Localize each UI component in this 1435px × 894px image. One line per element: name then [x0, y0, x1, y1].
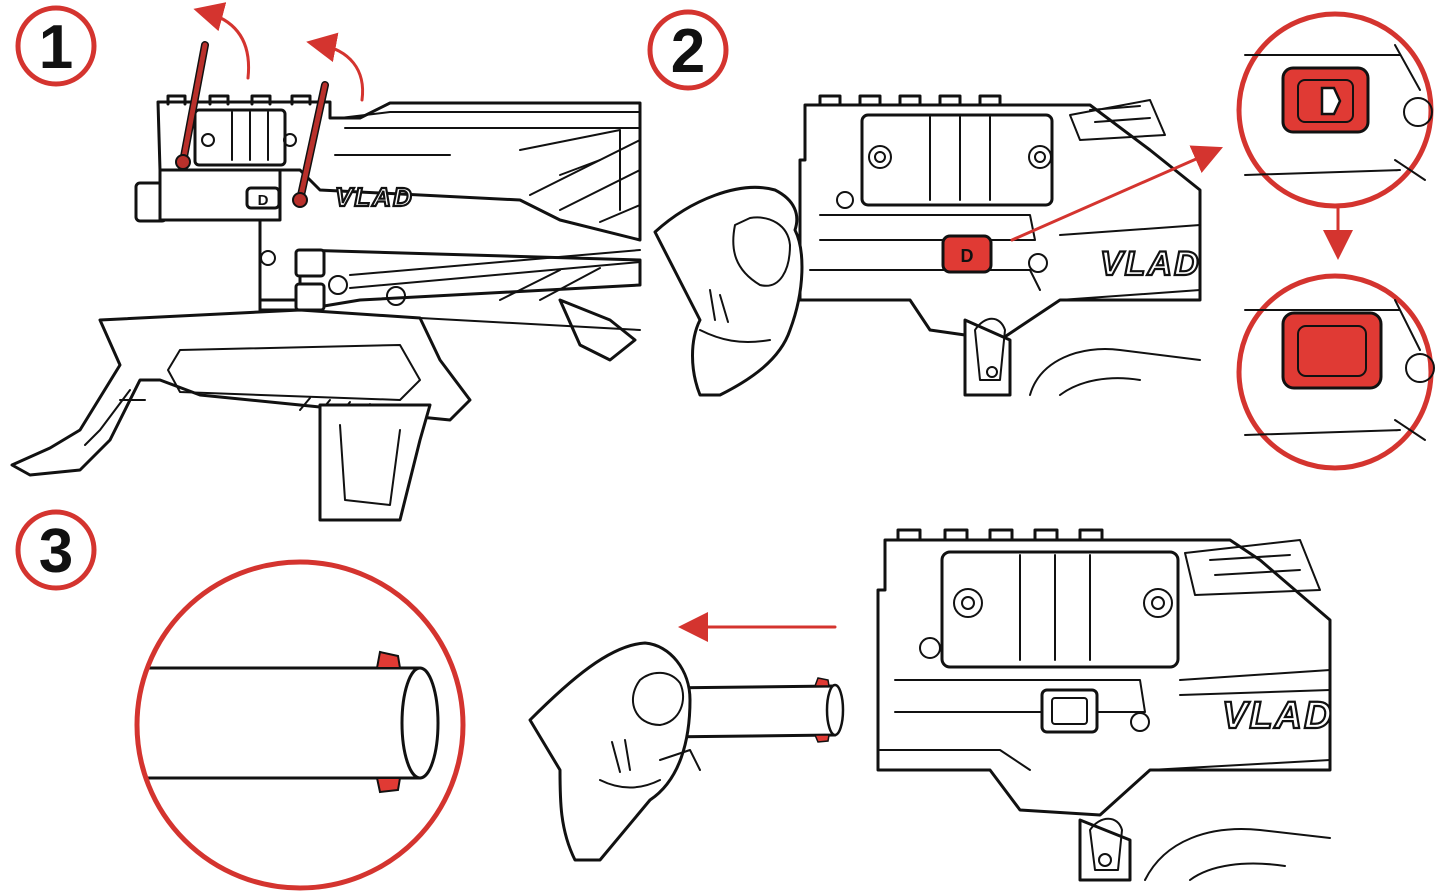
step-2-brand: VLAD [1100, 245, 1201, 283]
step-2-badge: 2 [647, 9, 729, 91]
step-1-badge: 1 [15, 5, 97, 87]
arrow-icon [1010, 145, 1223, 242]
step-3-badge: 3 [15, 509, 97, 591]
step-1-button-letter: D [258, 192, 269, 209]
arrow-icon [306, 32, 365, 102]
step-1-number: 1 [39, 13, 73, 82]
step-2: 2 D VLAD [647, 9, 1435, 471]
hex-screw-icon [292, 192, 308, 208]
hex-key-tools [175, 41, 329, 208]
step-3-number: 3 [39, 517, 73, 586]
hand-with-bolt [528, 641, 845, 862]
zoom-bolt [134, 559, 466, 891]
step-3-brand: VLAD [1222, 695, 1333, 737]
step-1-brand: VLAD [335, 182, 414, 212]
step-2-number: 2 [671, 17, 705, 86]
hand-icon [528, 641, 692, 862]
step-3: 3 [15, 509, 1333, 891]
arrow-icon [193, 2, 251, 80]
hex-screw-icon [175, 154, 191, 170]
crossbow-side-view: D VLAD [10, 94, 642, 522]
step-2-button-letter: D [961, 246, 974, 266]
zoom-released [1236, 273, 1435, 471]
hand-icon [653, 185, 804, 397]
crossbow-closeup: D VLAD [798, 94, 1202, 397]
step-1: 1 D VLAD [10, 2, 642, 522]
crossbow-open: VLAD [876, 528, 1333, 882]
release-button [941, 234, 993, 274]
zoom-pressed [1236, 11, 1434, 209]
